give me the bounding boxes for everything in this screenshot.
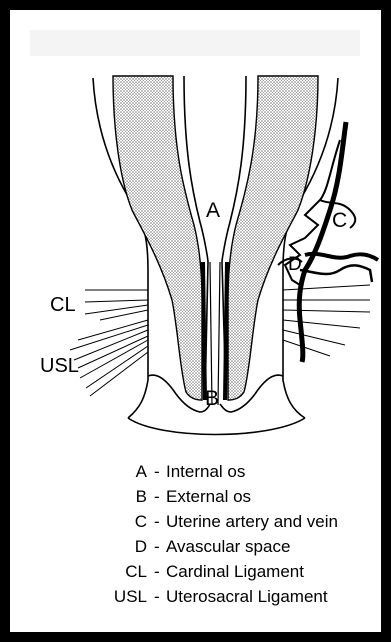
- label-usl: USL: [40, 355, 79, 377]
- legend-text-b: External os: [166, 487, 251, 506]
- faded-title-strip: [30, 30, 360, 56]
- legend-sep-d: -: [154, 537, 160, 556]
- canal-line-right: [218, 262, 220, 405]
- label-cl: CL: [50, 294, 76, 316]
- stippled-wall-left: [113, 76, 202, 400]
- legend-sep-b: -: [154, 487, 160, 506]
- label-c: C: [332, 209, 347, 232]
- legend-sep-c: -: [154, 512, 160, 531]
- legend-key-d: D: [135, 537, 147, 556]
- legend-sep-cl: -: [154, 562, 160, 581]
- label-d: D: [288, 254, 302, 275]
- vessel-branch-lower: [300, 265, 372, 282]
- legend-text-d: Avascular space: [166, 537, 290, 556]
- legend-text-cl: Cardinal Ligament: [166, 562, 304, 581]
- label-a: A: [206, 199, 220, 222]
- legend: A - Internal os B - External os C - Uter…: [114, 462, 338, 606]
- legend-sep-usl: -: [154, 587, 160, 606]
- left-ligament-fibers: [70, 290, 148, 396]
- right-ligament-fibers: [283, 285, 370, 356]
- legend-text-usl: Uterosacral Ligament: [166, 587, 328, 606]
- legend-key-c: C: [135, 512, 147, 531]
- legend-text-c: Uterine artery and vein: [166, 512, 338, 531]
- legend-key-a: A: [136, 462, 148, 481]
- legend-key-b: B: [136, 487, 147, 506]
- legend-sep-a: -: [154, 462, 160, 481]
- vaginal-vault-arc: [128, 418, 305, 435]
- legend-text-a: Internal os: [166, 462, 245, 481]
- legend-key-cl: CL: [125, 562, 147, 581]
- vessel-branch-right: [305, 254, 378, 260]
- internal-os-left: [203, 262, 205, 400]
- internal-os-right: [225, 262, 227, 400]
- canal-line-left: [210, 262, 212, 405]
- legend-key-usl: USL: [114, 587, 147, 606]
- label-b: B: [205, 387, 219, 410]
